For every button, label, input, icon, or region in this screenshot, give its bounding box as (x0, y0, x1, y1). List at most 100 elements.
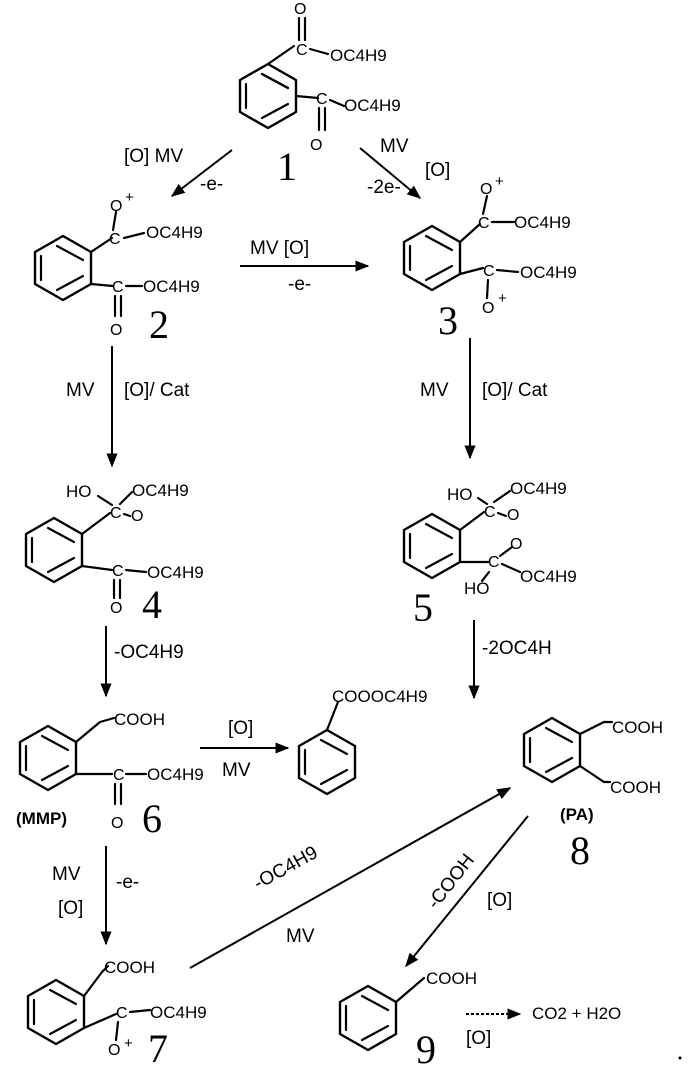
compound-number: 7 (148, 1026, 168, 1065)
electron-loss-label: -e- (200, 174, 223, 195)
benzene-ring (26, 978, 86, 1046)
reaction-arrow (170, 149, 233, 197)
positive-charge: + (124, 1035, 133, 1052)
stray-dot (678, 1056, 682, 1060)
elimination-label: -OC4H9 (250, 842, 321, 894)
reaction-5-to-8: -2OC4H (468, 620, 552, 700)
oxygen-label: O (507, 507, 519, 524)
reaction-reagents: MV (222, 760, 251, 781)
benzene-ring (402, 224, 462, 292)
benzene-ring (24, 516, 84, 584)
oxonium-oxygen-label: O (108, 1042, 120, 1059)
hydroxyl-label: HO (66, 482, 92, 501)
butoxy-group-label: OC4H9 (344, 96, 401, 115)
compound-3: O + C OC4H9 C OC4H9 O + 3 (402, 173, 577, 343)
reaction-9-to-products: [O] CO2 + H2O (466, 1004, 621, 1049)
compound-9: COOH 9 (338, 969, 477, 1065)
oxonium-oxygen-label: O (110, 198, 122, 215)
compound-number: 6 (142, 796, 162, 841)
reaction-reagents: [O] (466, 1028, 491, 1049)
reaction-reagents: MV (420, 380, 449, 401)
positive-charge: + (498, 290, 507, 307)
benzene-ring (338, 984, 398, 1052)
carbonyl-oxygen-label: O (294, 1, 306, 18)
reaction-6-to-7: MV [O] -e- (52, 846, 139, 946)
carbon-label: C (112, 563, 124, 580)
reaction-reagents: MV [O] (250, 238, 309, 259)
reaction-2-to-4: MV [O]/ Cat (66, 346, 190, 468)
compound-number: 5 (413, 585, 433, 630)
reaction-reagents: [O] (228, 718, 253, 739)
compound-number: 4 (142, 582, 162, 627)
benzene-ring (402, 512, 462, 580)
carbonyl-oxygen-label: O (110, 600, 122, 617)
reaction-reagents: [O]/ Cat (482, 380, 548, 401)
reaction-reagents: [O] (58, 898, 83, 919)
compound-number: 8 (570, 828, 590, 873)
reaction-1-to-2: [O] MV -e- (124, 146, 233, 197)
carbon-label: C (110, 505, 122, 522)
carbonyl-oxygen-label: O (111, 815, 123, 832)
reaction-reagents: [O] (425, 160, 450, 181)
carboxylic-acid-label: COOH (104, 958, 155, 977)
compound-number: 2 (149, 302, 169, 347)
compound-6: COOH C OC4H9 O (MMP) 6 (16, 710, 204, 841)
electron-loss-label: -e- (116, 872, 139, 893)
reaction-arrow (359, 147, 422, 199)
carbonyl-oxygen-label: O (110, 322, 122, 339)
carboxylic-acid-label: COOH (114, 710, 165, 729)
hydroxyl-label: HO (447, 485, 473, 504)
reaction-6-to-butyl-benzoate: [O] MV (200, 718, 290, 781)
carbon-label: C (316, 91, 328, 108)
butoxy-group-label: OC4H9 (520, 567, 577, 586)
butoxy-group-label: OC4H9 (150, 1003, 207, 1022)
carbon-label: C (478, 215, 490, 232)
butoxy-group-label: OC4H9 (514, 213, 571, 232)
carbon-label: C (296, 42, 308, 59)
reaction-8-to-9: -COOH [O] (405, 815, 529, 968)
butoxy-group-label: OC4H9 (146, 223, 203, 242)
carbon-label: C (116, 1005, 128, 1022)
carboxylic-acid-label: COOH (612, 718, 663, 737)
reaction-reagents: MV (286, 926, 315, 947)
reaction-reagents: MV (380, 136, 409, 157)
oxygen-label: O (131, 508, 143, 525)
reaction-4-to-6: -OC4H9 (100, 626, 184, 698)
compound-number: 3 (438, 298, 458, 343)
compound-name: (MMP) (16, 809, 67, 828)
reaction-reagents: [O]/ Cat (124, 380, 190, 401)
positive-charge: + (495, 173, 504, 190)
ester-group-label: COOOC4H9 (332, 687, 427, 706)
reaction-2-to-3: MV [O] -e- (240, 238, 370, 295)
reaction-reagents: MV (52, 864, 81, 885)
benzene-ring (297, 728, 357, 796)
electron-loss-label: -2e- (367, 177, 401, 198)
compound-number: 9 (416, 1027, 436, 1065)
reaction-arrow (189, 787, 512, 969)
carbon-label: C (113, 767, 125, 784)
compound-4: HO C OC4H9 O C OC4H9 O 4 (24, 481, 204, 627)
compound-5: HO C OC4H9 O C O OC4H9 HO 5 (402, 479, 577, 630)
benzene-ring (33, 234, 93, 302)
electron-loss-label: -e- (288, 274, 311, 295)
reaction-reagents: [O] MV (124, 146, 183, 167)
elimination-label: -2OC4H (482, 638, 552, 659)
carbon-label: C (484, 504, 496, 521)
butyl-benzoate: COOOC4H9 (297, 687, 427, 796)
compound-number: 1 (277, 144, 297, 189)
butoxy-group-label: OC4H9 (143, 277, 200, 296)
benzene-ring (18, 724, 78, 792)
carbon-label: C (488, 554, 500, 571)
elimination-label: -OC4H9 (114, 642, 184, 663)
carbon-label: C (112, 279, 124, 296)
compound-2: O + C OC4H9 C OC4H9 O 2 (33, 189, 203, 347)
butoxy-group-label: OC4H9 (132, 481, 189, 500)
oxonium-oxygen-label: O (480, 181, 492, 198)
carboxylic-acid-label: COOH (610, 778, 661, 797)
elimination-label: -COOH (423, 850, 479, 913)
compound-7: COOH C OC4H9 O + 7 (26, 958, 207, 1065)
butoxy-group-label: OC4H9 (147, 765, 204, 784)
reaction-arrow (405, 815, 529, 968)
compound-name: (PA) (560, 805, 594, 824)
